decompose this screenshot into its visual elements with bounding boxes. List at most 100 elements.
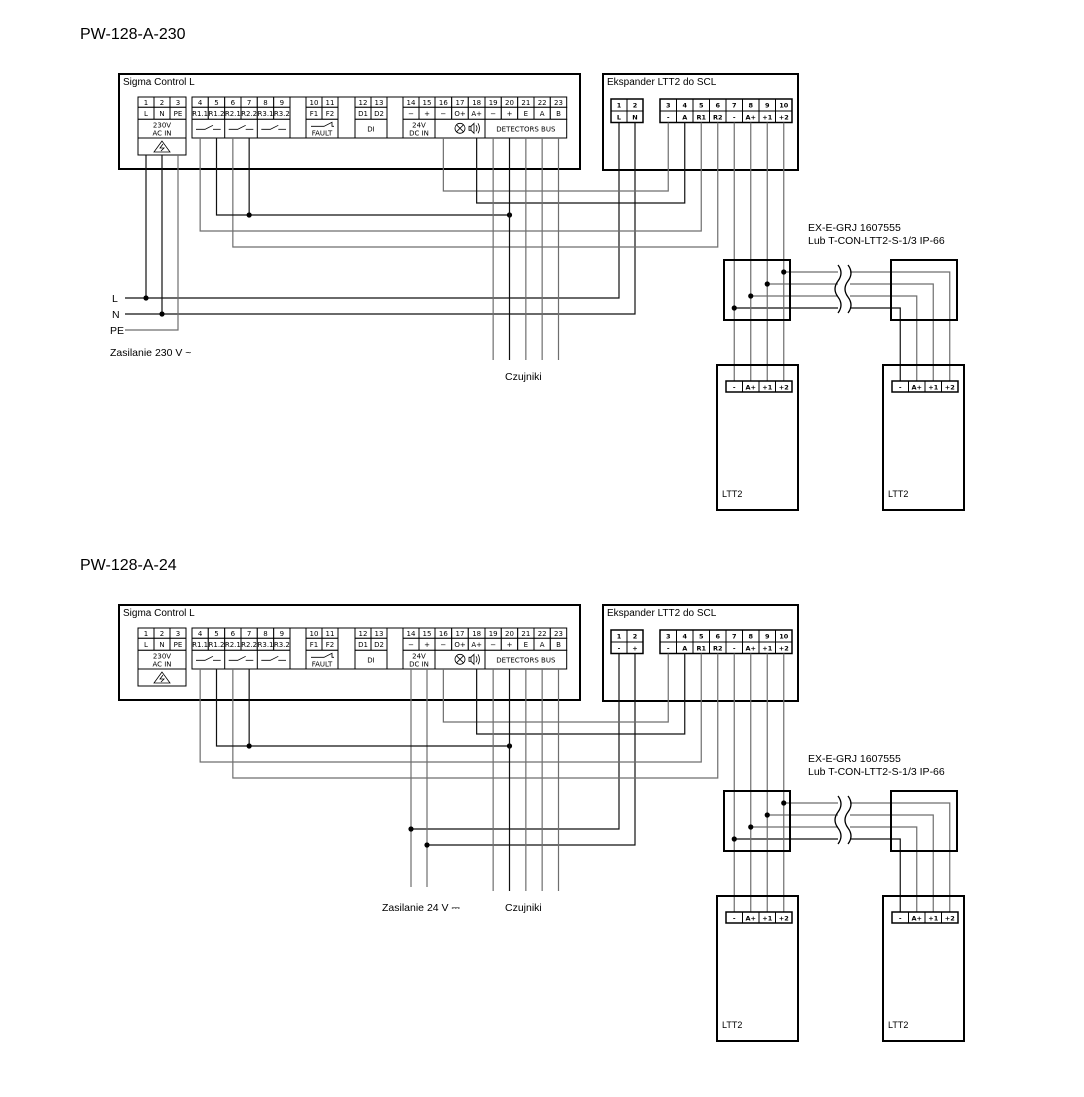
ltt2-terminal-frame bbox=[725, 911, 793, 924]
terminal-number: 16 bbox=[439, 630, 448, 638]
cable-break-icon bbox=[844, 795, 852, 845]
ltt2-box bbox=[716, 364, 799, 511]
junction-dot bbox=[781, 269, 787, 275]
terminal-label: − bbox=[490, 110, 496, 118]
ltt2-box bbox=[882, 364, 965, 511]
wire bbox=[442, 653, 669, 723]
speaker-icon bbox=[468, 122, 480, 135]
expander-bus-terminal-frame bbox=[659, 98, 793, 124]
terminal-label: R1.1 bbox=[192, 110, 208, 118]
terminal-caption: 230V bbox=[153, 652, 171, 660]
wire bbox=[232, 122, 719, 248]
expander-terminal-number: 7 bbox=[732, 102, 737, 110]
expander-terminal-number: 9 bbox=[765, 102, 770, 110]
terminal-number: 7 bbox=[247, 630, 251, 638]
expander-terminal-number: 10 bbox=[779, 102, 789, 110]
hazard-icon bbox=[153, 671, 171, 684]
wire bbox=[125, 155, 179, 331]
ltt2-terminal-label: +2 bbox=[779, 915, 789, 923]
terminal-caption: DI bbox=[367, 125, 374, 133]
terminal-number: 4 bbox=[198, 99, 203, 107]
diagram-title: PW-128-A-230 bbox=[80, 26, 186, 43]
terminal-number: 13 bbox=[375, 99, 384, 107]
wiring: Zasilanie 24 V ⎓Czujniki bbox=[199, 653, 719, 914]
terminal-number: 21 bbox=[521, 630, 530, 638]
expander-box bbox=[602, 73, 799, 171]
terminal-number: 1 bbox=[144, 99, 148, 107]
blank-terminal-cell bbox=[337, 627, 356, 670]
terminal-caption: AC IN bbox=[152, 660, 171, 668]
terminal-caption: 24V bbox=[412, 121, 426, 129]
controller-title: Sigma Control L bbox=[123, 77, 195, 88]
terminal-label: A+ bbox=[471, 110, 482, 118]
ltt2-label: LTT2 bbox=[888, 1020, 908, 1030]
terminal-label: R2.2 bbox=[241, 641, 257, 649]
terminal-number: 6 bbox=[231, 99, 236, 107]
terminal-label: − bbox=[440, 641, 446, 649]
junction-box-alt-model-label: Lub T-CON-LTT2-S-1/3 IP-66 bbox=[808, 235, 945, 247]
terminal-label: + bbox=[507, 641, 513, 649]
terminal-label: R1.2 bbox=[209, 641, 225, 649]
lightning-bolt bbox=[159, 143, 165, 152]
wire bbox=[850, 814, 934, 912]
terminal-caption: DC IN bbox=[409, 129, 429, 137]
terminal-label: B bbox=[556, 110, 561, 118]
terminal-number: 3 bbox=[176, 99, 180, 107]
ltt2-box bbox=[882, 895, 965, 1042]
lightning-bolt bbox=[159, 674, 165, 683]
terminal-label: R2.1 bbox=[225, 110, 241, 118]
terminal-label: F1 bbox=[310, 110, 318, 118]
terminal-number: 7 bbox=[247, 99, 251, 107]
terminal-number: 3 bbox=[176, 630, 180, 638]
ltt2-terminal-label: +1 bbox=[762, 915, 772, 923]
terminal-number: 1 bbox=[144, 630, 148, 638]
expander-terminal-label: R1 bbox=[696, 645, 706, 653]
expander-terminal-label: A+ bbox=[746, 645, 756, 653]
terminal-number: 22 bbox=[538, 630, 547, 638]
terminal-caption: DC IN bbox=[409, 660, 429, 668]
expander-terminal-number: 3 bbox=[666, 633, 671, 641]
expander-terminal-label: A bbox=[682, 114, 687, 122]
terminal-label: N bbox=[159, 110, 164, 118]
terminal-label: − bbox=[490, 641, 496, 649]
ltt2-label: LTT2 bbox=[888, 489, 908, 499]
junction-dot bbox=[764, 812, 770, 818]
terminal-label: − bbox=[408, 110, 414, 118]
ltt2-terminal-label: +1 bbox=[928, 384, 938, 392]
terminal-label: R2.2 bbox=[241, 110, 257, 118]
blank-terminal-cell bbox=[337, 96, 356, 139]
terminal-number: 17 bbox=[456, 630, 465, 638]
terminal-label: A bbox=[540, 641, 545, 649]
terminal-number: 5 bbox=[214, 630, 218, 638]
expander-terminal-label: + bbox=[632, 645, 637, 653]
ltt2-terminal-label: A+ bbox=[912, 915, 922, 923]
wire bbox=[850, 838, 901, 912]
terminal-label: N bbox=[159, 641, 164, 649]
junction-box-model-label: EX-E-GRJ 1607555 bbox=[808, 753, 901, 765]
terminal-caption: DI bbox=[367, 656, 374, 664]
terminal-label: L bbox=[144, 641, 148, 649]
ltt2-terminal-frame bbox=[891, 380, 959, 393]
relay-contact-icon bbox=[196, 655, 214, 661]
expander-box bbox=[602, 604, 799, 702]
ltt2-terminal-label: A+ bbox=[746, 915, 756, 923]
ltt2-terminal-label: A+ bbox=[912, 384, 922, 392]
lamp-cross bbox=[456, 124, 464, 133]
nc-contact-icon bbox=[311, 121, 334, 127]
ltt2-terminal-label: - bbox=[733, 384, 736, 392]
expander-terminal-label: A bbox=[682, 645, 687, 653]
expander-terminal-label: - bbox=[667, 114, 670, 122]
supply-label: Zasilanie 230 V ~ bbox=[110, 347, 191, 359]
wire bbox=[199, 122, 702, 232]
terminal-number: 10 bbox=[310, 99, 319, 107]
wire bbox=[232, 653, 719, 779]
terminal-label: B bbox=[556, 641, 561, 649]
terminal-caption: DETECTORS BUS bbox=[496, 125, 556, 133]
